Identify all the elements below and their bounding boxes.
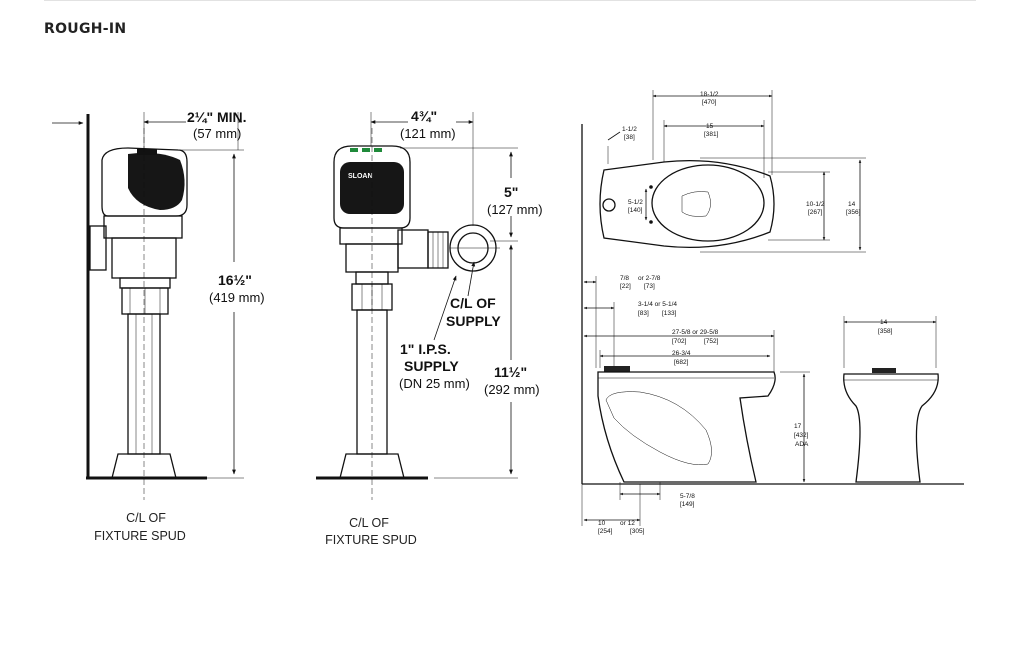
ips-line-1: 1" I.P.S. [400,341,451,357]
svg-text:[752]: [752] [704,338,719,345]
svg-text:[470]: [470] [702,99,717,106]
top-label: 5" [504,184,518,200]
wall-flange [89,225,107,271]
offset-label: 4¾" [411,108,437,124]
svg-text:27-5/8 or 29-5/8: 27-5/8 or 29-5/8 [672,329,719,336]
svg-text:[83]: [83] [638,310,649,317]
override-button [137,149,157,155]
height-label: 11½" [494,364,527,380]
svg-text:[22]: [22] [620,283,631,290]
svg-text:[254]: [254] [598,528,613,535]
trapway-shading [605,391,712,465]
svg-text:14: 14 [880,319,888,326]
bowl-front-view: 14 [358] [843,316,939,483]
top-metric: (127 mm) [487,202,543,217]
svg-text:[38]: [38] [624,134,635,141]
valve-head [333,145,411,229]
svg-text:15: 15 [706,123,714,130]
svg-text:[267]: [267] [808,209,823,216]
height-metric: (419 mm) [209,290,265,305]
bowl-side-view: 7/8 [22] or 2-7/8 [73] 3-1/4 or 5-1/4 [8… [581,275,964,535]
bowl-body [597,371,776,483]
bowl-rim [651,164,765,242]
sensor-cover [128,152,185,210]
svg-text:3-1/4 or 5-1/4: 3-1/4 or 5-1/4 [638,301,677,308]
svg-text:17: 17 [794,423,802,430]
svg-text:7/8: 7/8 [620,275,629,282]
svg-text:[702]: [702] [672,338,687,345]
svg-text:[73]: [73] [644,283,655,290]
svg-text:14: 14 [848,201,856,208]
spud-coupling [111,453,177,479]
offset-metric: (121 mm) [400,126,456,141]
brand-logo: SLOAN [348,173,373,180]
bowl-front-outline [843,373,939,483]
svg-text:5-7/8: 5-7/8 [680,493,695,500]
caption-line-2: FIXTURE SPUD [94,529,186,543]
indicator-light [350,148,358,152]
offset-label: 2¼" MIN. [187,109,247,125]
svg-text:1-1/2: 1-1/2 [622,126,637,133]
supply-cl-line-1: C/L OF [450,295,496,311]
svg-text:[358]: [358] [878,328,893,335]
top-divider [44,0,976,1]
valve-front-view: 4¾" (121 mm) 5" (127 mm) 11½" (292 mm) S… [316,108,543,547]
svg-text:26-3/4: 26-3/4 [672,350,691,357]
offset-metric: (57 mm) [193,126,241,141]
svg-text:5-1/2: 5-1/2 [628,199,643,206]
caption-line-1: C/L OF [349,516,389,530]
svg-text:or 12: or 12 [620,520,635,527]
caption-line-1: C/L OF [126,511,166,525]
caption-line-2: FIXTURE SPUD [325,533,417,547]
svg-text:[682]: [682] [674,359,689,366]
svg-text:10: 10 [598,520,606,527]
supply-cl-line-2: SUPPLY [446,313,501,329]
bowl-outline [599,160,775,248]
svg-text:[305]: [305] [630,528,645,535]
valve-side-view: 2¼" MIN. (57 mm) 16½" (419 mm) C/L OF FI… [52,109,265,543]
svg-text:[140]: [140] [628,207,643,214]
svg-text:18-1/2: 18-1/2 [700,91,719,98]
svg-text:[381]: [381] [704,131,719,138]
spud-opening [602,198,616,212]
svg-text:[133]: [133] [662,310,677,317]
ips-line-2: SUPPLY [404,358,459,374]
section-title: ROUGH-IN [44,21,127,37]
svg-text:or 2-7/8: or 2-7/8 [638,275,661,282]
svg-text:[149]: [149] [680,501,695,508]
valve-head [101,147,188,217]
spud-coupling [339,453,405,479]
svg-text:10-1/2: 10-1/2 [806,201,825,208]
svg-text:[432]: [432] [794,432,809,439]
height-metric: (292 mm) [484,382,540,397]
height-label: 16½" [218,272,252,288]
svg-text:[356]: [356] [846,209,861,216]
bowl-plan-view: 1-1/2 [38] 18-1/2 [470] 15 [381] 5-1/2 [… [581,90,866,484]
ips-line-3: (DN 25 mm) [399,376,470,391]
svg-text:ADA: ADA [795,441,809,448]
